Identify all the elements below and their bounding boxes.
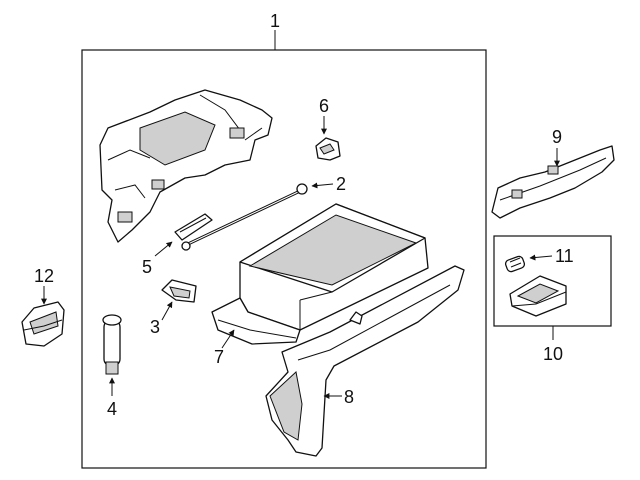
damper-rod-part-2	[181, 183, 308, 251]
callout-11: 11	[555, 246, 574, 266]
trim-bracket-part-9	[491, 145, 615, 219]
callout-10: 10	[543, 344, 563, 364]
callout-6: 6	[319, 96, 329, 116]
callout-12: 12	[34, 266, 54, 286]
striker-plate-part-5	[174, 213, 213, 241]
lamp-housing-part-10	[509, 275, 567, 317]
assembly-frame	[81, 49, 487, 469]
callout-4: 4	[107, 399, 117, 419]
housing-bracket-part	[99, 89, 273, 243]
clip-part-6	[315, 137, 341, 161]
callout-5-leader	[154, 241, 173, 257]
switch-part-12	[21, 301, 65, 347]
lock-cylinder-part-4	[102, 314, 122, 375]
callout-11-leader	[529, 254, 553, 261]
glovebox-door-part-8	[265, 265, 465, 457]
latch-part-3	[161, 279, 197, 303]
callout-8: 8	[344, 387, 354, 407]
callout-2: 2	[336, 174, 346, 194]
bulb-part-11	[504, 255, 526, 273]
callout-3-leader	[161, 301, 173, 321]
callout-1: 1	[270, 11, 280, 31]
callout-3: 3	[150, 317, 160, 337]
callout-2-leader	[311, 182, 334, 189]
callout-7: 7	[214, 347, 224, 367]
callout-5: 5	[142, 257, 152, 277]
callout-7-leader	[221, 329, 235, 349]
callout-9: 9	[552, 127, 562, 147]
